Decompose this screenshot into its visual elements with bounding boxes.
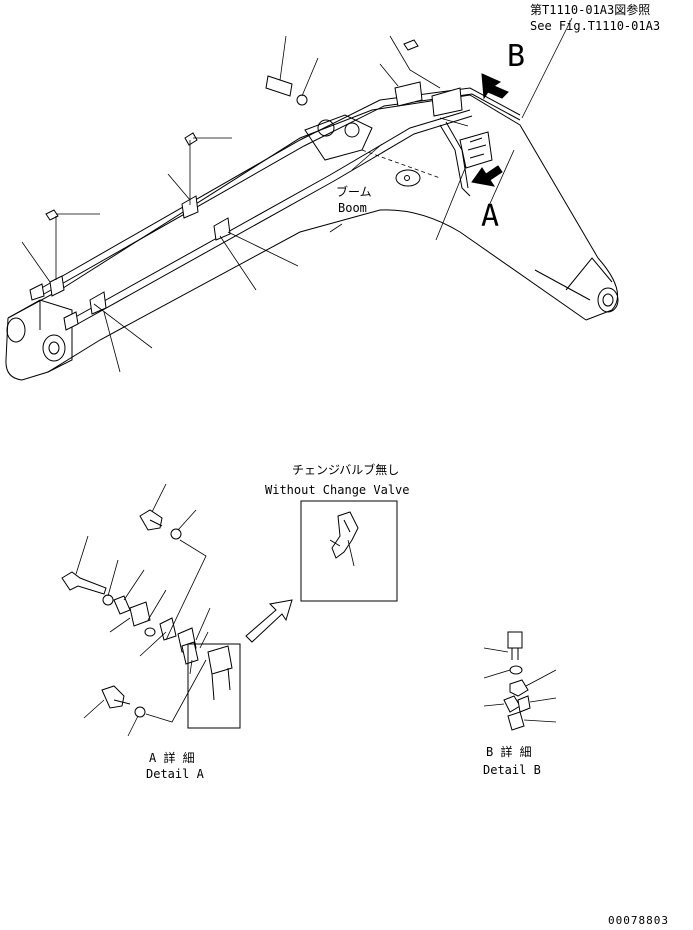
without-change-valve-english: Without Change Valve <box>265 483 410 497</box>
reference-english: See Fig.T1110-01A3 <box>530 19 660 33</box>
detail-a-drawing <box>61 483 398 737</box>
detail-b-drawing <box>483 631 557 731</box>
detail-b-japanese: B 詳 細 <box>486 744 532 759</box>
detail-b-english: Detail B <box>483 763 541 777</box>
reference-japanese: 第T1110-01A3図参照 <box>530 2 650 17</box>
without-change-valve-japanese: チェンジバルブ無し <box>292 462 399 477</box>
detail-a-english: Detail A <box>146 767 205 781</box>
view-label-a: A <box>481 199 499 234</box>
boom-label-japanese: ブーム <box>336 184 372 199</box>
view-label-b: B <box>507 39 525 74</box>
drawing-number: 00078803 <box>608 914 669 927</box>
detail-a-japanese: A 詳 細 <box>149 750 195 765</box>
boom-label-english: Boom <box>338 201 367 215</box>
boom-drawing <box>5 17 619 381</box>
